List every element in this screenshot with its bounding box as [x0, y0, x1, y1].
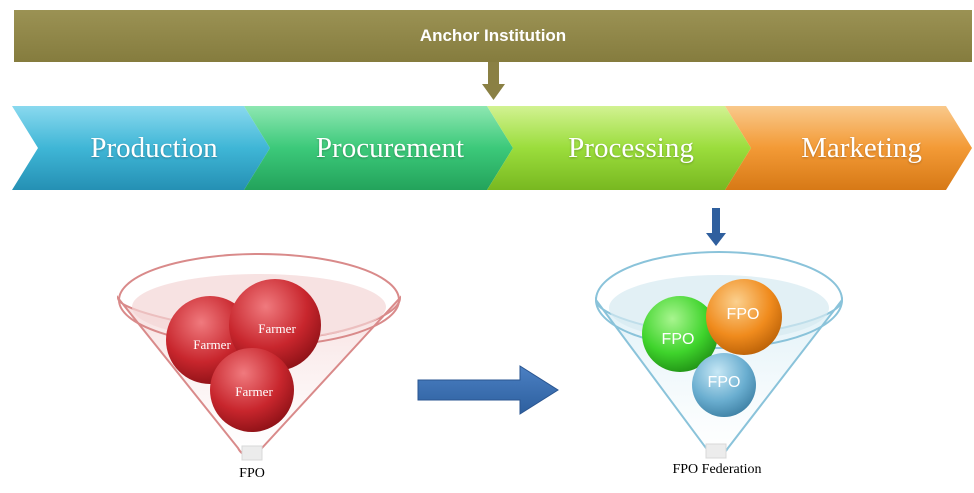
chevron-procurement-label: Procurement [315, 131, 465, 164]
chevron-production [12, 106, 270, 190]
chevron-marketing [725, 106, 972, 190]
chevron-marketing-label: Marketing [801, 131, 922, 164]
anchor-institution-bar: Anchor Institution [14, 10, 972, 62]
big-right-arrow [417, 365, 559, 415]
farmer-label-2: Farmer [258, 321, 296, 336]
farmer-label-1: Farmer [193, 337, 231, 352]
chevron-processing [487, 106, 751, 190]
fpo-ball-orange [706, 279, 782, 355]
chevron-procurement [244, 106, 513, 190]
fpo-label-blue: FPO [707, 374, 741, 391]
anchor-institution-title: Anchor Institution [419, 26, 567, 45]
anchor-down-arrow [482, 62, 505, 100]
fpo-label-green: FPO [661, 331, 695, 348]
processing-down-arrow [706, 208, 726, 246]
fpo-ball-green [642, 296, 718, 372]
fpo-label-orange: FPO [726, 306, 760, 323]
farmer-ball-3 [210, 348, 294, 432]
fpo-ball-blue [692, 353, 756, 417]
chevron-production-label: Production [90, 131, 218, 164]
farmer-label-3: Farmer [235, 384, 273, 399]
chevron-processing-label: Processing [568, 131, 694, 164]
funnel-fpo-federation-caption: FPO Federation [672, 462, 762, 477]
funnel-fpo-caption: FPO [239, 466, 265, 481]
